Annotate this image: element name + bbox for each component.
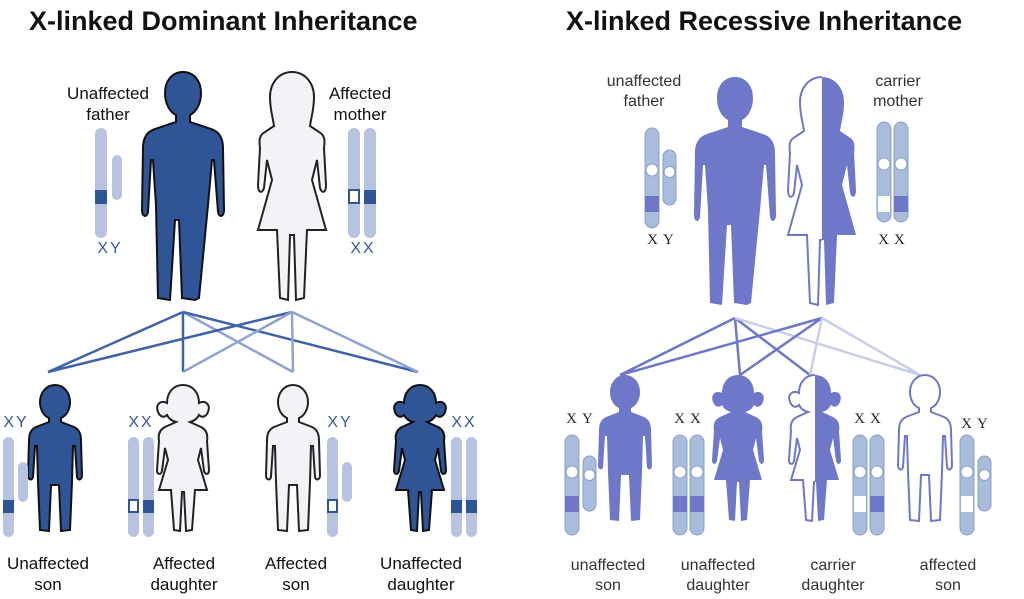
label-line: mother [333, 105, 387, 124]
recessive-title: X-linked Recessive Inheritance [566, 6, 963, 36]
label-line: unaffected [680, 557, 756, 574]
recessive-affected-son-figure [897, 374, 953, 522]
label-line: carrier [810, 557, 856, 574]
genotype-recessive-unaffected-daughter: XX [674, 411, 706, 427]
genotype-recessive-father: XY [647, 232, 679, 248]
recessive-mother-chromosomes [876, 121, 909, 223]
carrier-mother-figure [787, 76, 856, 306]
label-line: Affected [264, 554, 328, 573]
label-line: daughter [150, 575, 218, 594]
affected-mother-figure [257, 71, 327, 301]
affected-daughter-figure [156, 384, 210, 532]
genotype-father: XY [97, 240, 123, 257]
label-line: Affected [328, 84, 392, 103]
genotype-recessive-affected-son: XY [961, 416, 993, 432]
recessive-unaffected-daughter-chromosomes [672, 434, 705, 536]
unaffected-son-figure [27, 384, 83, 532]
genotype-unaffected-daughter: XX [451, 414, 477, 431]
genotype-recessive-unaffected-son: XY [566, 411, 598, 427]
recessive-unaffected-son-chromosomes [564, 434, 597, 536]
label-line: Affected [152, 554, 216, 573]
label-line: Unaffected [380, 554, 462, 573]
label-recessive-affected-son: affected son [920, 556, 977, 596]
recessive-carrier-daughter-chromosomes [852, 434, 885, 536]
affected-daughter-chromosomes [128, 437, 154, 537]
recessive-carrier-daughter-figure [788, 374, 841, 522]
label-line: son [595, 577, 621, 594]
genotype-recessive-carrier-daughter: XX [854, 411, 886, 427]
label-line: Unaffected [67, 84, 149, 103]
genotype-unaffected-son: XY [3, 414, 29, 431]
label-line: father [623, 93, 665, 110]
unaffected-father-figure [141, 71, 225, 301]
label-line: daughter [686, 577, 750, 594]
recessive-unaffected-daughter-figure [712, 375, 764, 521]
genotype-affected-daughter: XX [128, 414, 154, 431]
label-recessive-carrier-daughter: carrier daughter [801, 556, 864, 596]
recessive-father-chromosomes [644, 127, 677, 229]
label-line: Unaffected [7, 554, 89, 573]
recessive-affected-son-chromosomes [959, 434, 992, 536]
dominant-connector-lines [47, 310, 419, 374]
label-line: carrier [875, 73, 921, 90]
label-unaffected-father: Unaffected father [67, 83, 149, 125]
label-affected-daughter: Affected daughter [150, 553, 217, 595]
label-affected-son: Affected son [265, 553, 327, 595]
label-affected-mother: Affected mother [329, 83, 391, 125]
unaffected-son-chromosomes [3, 437, 28, 537]
label-line: daughter [801, 577, 865, 594]
label-line: mother [873, 93, 923, 110]
unaffected-daughter-chromosomes [451, 437, 477, 537]
affected-son-chromosomes [327, 437, 352, 537]
label-line: unaffected [570, 557, 646, 574]
recessive-unaffected-son-figure [598, 375, 652, 521]
genotype-affected-son: XY [327, 414, 353, 431]
label-line: affected [919, 557, 977, 574]
label-unaffected-daughter: Unaffected daughter [380, 553, 462, 595]
label-recessive-unaffected-daughter: unaffected daughter [681, 556, 755, 596]
unaffected-father-figure-recessive [694, 77, 776, 305]
genotype-recessive-mother: XX [878, 232, 910, 248]
label-line: son [935, 577, 961, 594]
label-unaffected-son: Unaffected son [7, 553, 89, 595]
dominant-title: X-linked Dominant Inheritance [29, 6, 418, 36]
affected-son-figure [265, 384, 321, 532]
unaffected-daughter-figure [393, 384, 447, 532]
label-recessive-unaffected-father: unaffected father [607, 72, 681, 112]
label-carrier-mother: carrier mother [873, 72, 923, 112]
affected-mother-chromosomes [348, 128, 376, 238]
label-line: son [282, 575, 310, 594]
label-line: unaffected [606, 73, 682, 90]
label-line: son [34, 575, 62, 594]
label-line: daughter [387, 575, 455, 594]
unaffected-father-chromosomes [95, 128, 122, 238]
label-line: father [86, 105, 130, 124]
recessive-connector-lines [619, 316, 921, 377]
label-recessive-unaffected-son: unaffected son [571, 556, 645, 596]
genotype-mother: XX [350, 240, 376, 257]
